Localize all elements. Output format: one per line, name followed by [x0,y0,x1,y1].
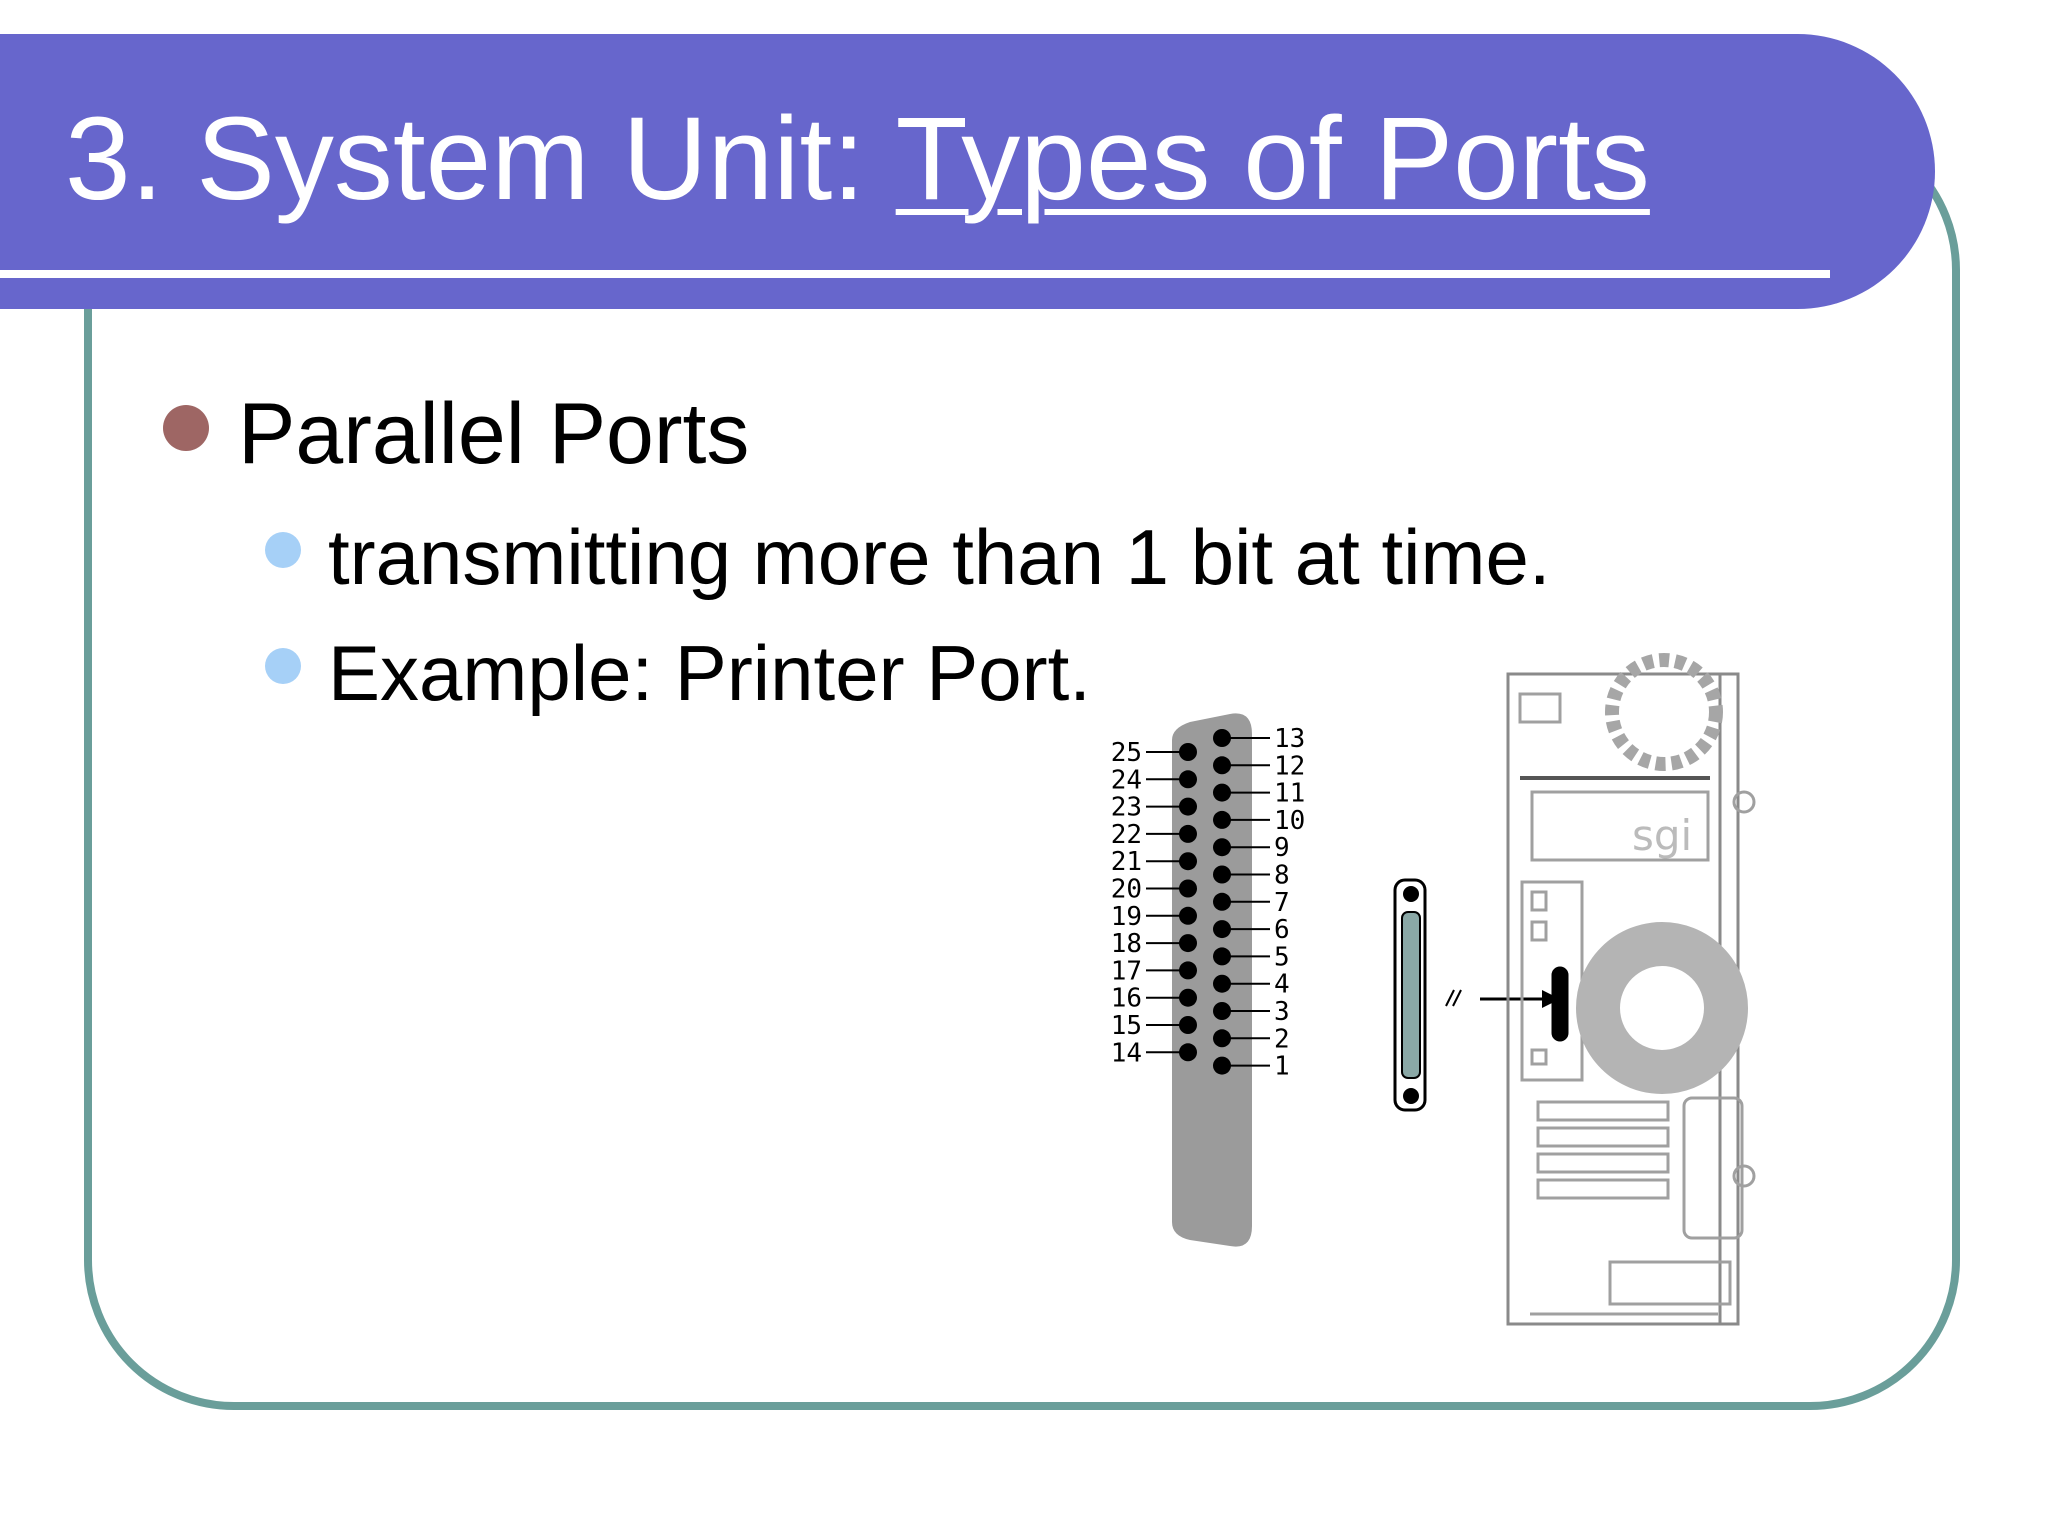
pin [1213,1029,1231,1048]
pin-label: 6 [1274,915,1290,945]
pin [1213,974,1231,993]
pin-label: 2 [1274,1024,1290,1054]
pin-label: 10 [1274,806,1305,836]
pin [1213,1056,1231,1075]
pin [1213,756,1231,775]
pin [1213,892,1231,911]
pin-label: 3 [1274,997,1290,1027]
pin [1179,743,1197,761]
pin-label: 25 [1111,738,1142,768]
bullet-parallel-ports: Parallel Ports [238,386,750,482]
title-underline-rule [0,270,1830,278]
bullet-transmitting: transmitting more than 1 bit at time. [328,513,1551,601]
bullet-dot-level1 [163,405,209,451]
pin [1179,934,1197,953]
pin-label: 9 [1274,833,1290,863]
pin [1179,1043,1197,1062]
pin [1179,988,1197,1007]
bullet-example: Example: Printer Port. [328,629,1091,717]
pin-label: 1 [1274,1052,1290,1082]
title-link[interactable]: Types of Ports [895,93,1650,225]
cable-connector [1393,878,1462,1112]
pin-label: 12 [1274,751,1305,781]
pin [1213,838,1231,857]
pin-label: 13 [1274,724,1305,754]
pin [1179,852,1197,871]
pin [1179,1016,1197,1034]
pin [1213,1002,1231,1020]
pin-label: 4 [1274,970,1290,1000]
pin-label: 21 [1111,847,1142,877]
case-logo: sgi [1632,811,1692,860]
pin [1213,810,1231,829]
computer-case: sgi [1506,653,1756,1326]
pin-label: 11 [1274,779,1305,809]
pin [1213,783,1231,802]
pin [1179,879,1197,898]
pin [1179,961,1197,980]
pin-label: 8 [1274,861,1290,891]
pin-label: 7 [1274,888,1290,918]
bullet-dot-level2 [265,532,301,568]
pin-label: 24 [1111,765,1142,795]
pin-label: 22 [1111,820,1142,850]
pin [1179,824,1197,843]
bullet-dot-level2 [265,648,301,684]
pin [1213,920,1231,939]
pin-label: 23 [1111,793,1142,823]
pin-label: 18 [1111,929,1142,959]
pin [1213,947,1231,966]
pin [1179,770,1197,789]
pin-label: 14 [1111,1038,1142,1068]
db25-pins-right [1213,729,1270,1075]
pin-label: 16 [1111,984,1142,1014]
pin-label: 19 [1111,902,1142,932]
pin [1213,865,1231,884]
pin [1179,906,1197,925]
title-prefix: 3. System Unit: [65,93,896,225]
db25-pins-left [1146,743,1197,1062]
arrow-head [1542,990,1560,1008]
pin-label: 5 [1274,942,1290,972]
pin-label: 15 [1111,1011,1142,1041]
slide-title: 3. System Unit: Types of Ports [65,93,1650,225]
title-banner [0,34,1935,309]
pin [1213,729,1231,747]
pin [1179,797,1197,816]
pin-label: 17 [1111,956,1142,986]
pin-label: 20 [1111,875,1142,905]
